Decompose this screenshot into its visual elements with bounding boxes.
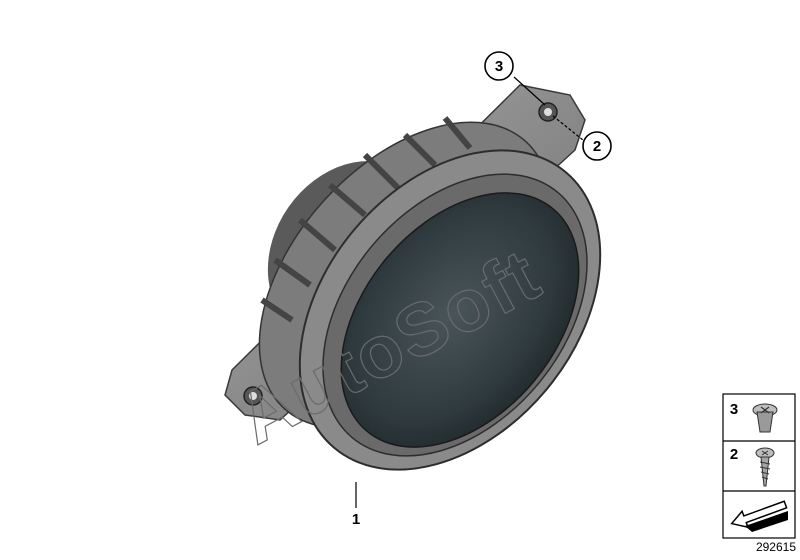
diagram-reference-id: 292615 <box>755 540 796 554</box>
parts-panel-arrow[interactable] <box>729 497 788 532</box>
parts-panel-item-2[interactable]: 2 <box>730 446 775 487</box>
expanding-nut-icon <box>752 403 778 433</box>
callout-3[interactable]: 3 <box>484 51 546 106</box>
callout-number: 1 <box>352 511 360 528</box>
callout-circle <box>484 51 514 81</box>
parts-panel-number: 3 <box>730 401 738 418</box>
screw-icon <box>755 447 775 487</box>
callout-number: 2 <box>593 138 601 155</box>
parts-panel: 3 2 <box>722 393 796 539</box>
callout-circle <box>582 131 612 161</box>
speaker-basket-ribs <box>260 116 473 323</box>
parts-panel-number: 2 <box>730 446 738 463</box>
arrow-left-icon <box>730 500 788 532</box>
speaker-cone <box>340 192 580 448</box>
parts-panel-item-3[interactable]: 3 <box>730 401 778 433</box>
callout-2[interactable]: 2 <box>552 115 612 161</box>
callout-number: 3 <box>495 58 503 75</box>
speaker-illustration <box>224 84 602 471</box>
callout-1[interactable]: 1 <box>352 482 360 528</box>
